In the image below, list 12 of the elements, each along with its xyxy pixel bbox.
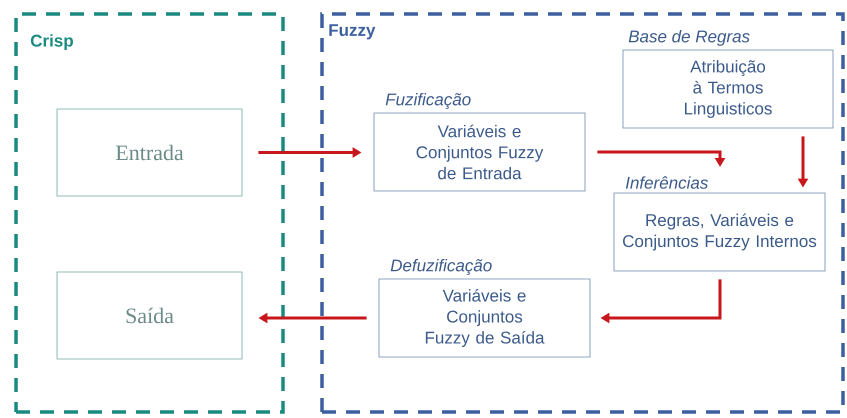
group-title: Fuzzy: [329, 24, 376, 40]
stage-heading: Fuzificação: [386, 92, 471, 109]
stage-heading: Base de Regras: [628, 30, 750, 46]
process-box: Atribuição à Termos Linguisticos: [622, 50, 834, 128]
process-box: Regras, Variáveis e Conjuntos Fuzzy Internos: [614, 192, 826, 272]
group-title: Crisp: [30, 34, 73, 50]
stage-heading: Defuzificação: [390, 258, 492, 275]
process-box: Variáveis e Conjuntos Fuzzy de Entrada: [374, 112, 586, 192]
data-box: Saída: [56, 272, 242, 360]
data-box: Entrada: [56, 108, 242, 196]
stage-heading: Inferências: [626, 176, 708, 189]
process-box: Variáveis e Conjuntos Fuzzy de Saída: [378, 278, 590, 358]
